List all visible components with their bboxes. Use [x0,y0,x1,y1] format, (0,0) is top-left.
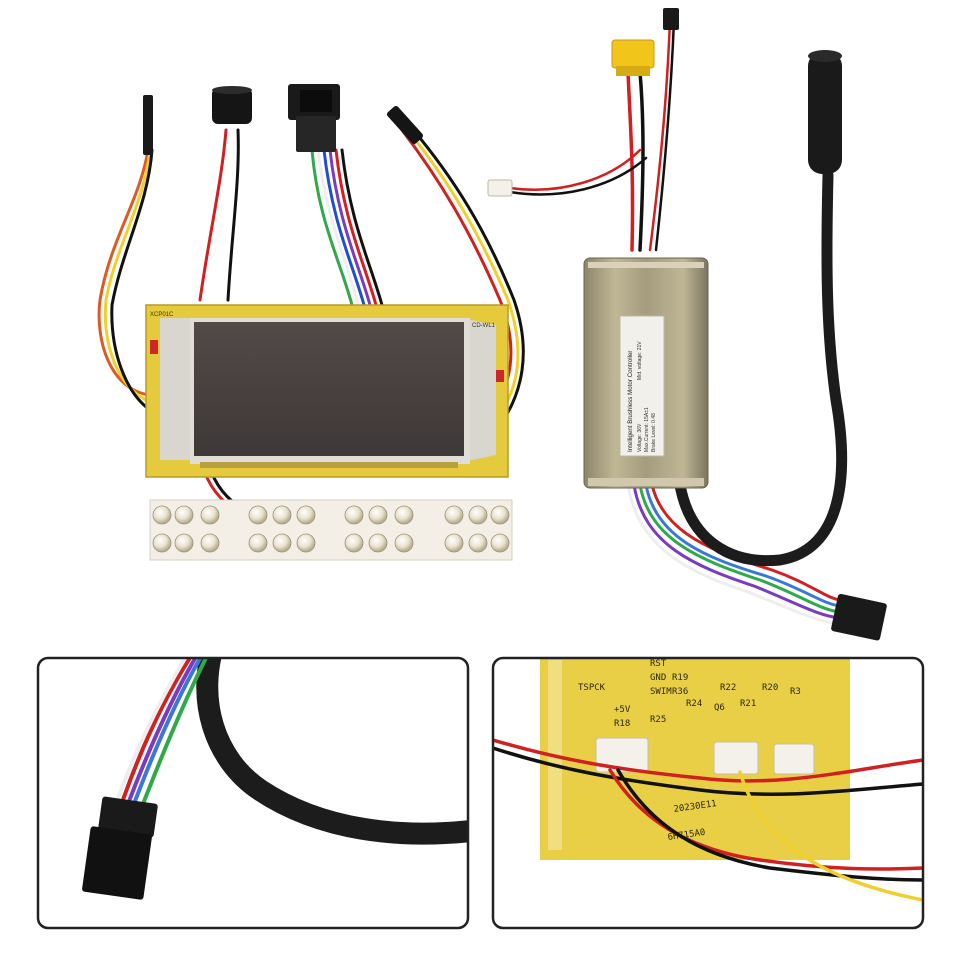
controller-label: Intelligent Brushless Motor Controller V… [619,315,665,457]
display-wires [97,124,525,510]
pcb-silk-label: R36 [672,687,688,697]
controller-label-title: Intelligent Brushless Motor Controller [627,351,634,452]
pcb-silk-label: R24 [686,699,702,709]
led [490,505,510,525]
pcb-silk-label: Q6 [714,703,725,713]
controller-connectors [487,8,887,641]
led [200,533,220,553]
pcb-silk-label: R19 [672,673,688,683]
board-label-right: CD-WL1 [472,323,496,329]
led [444,533,464,553]
pcb-silk-label: R25 [650,715,666,725]
inset-frame-right [491,656,925,930]
led [272,505,292,525]
led [152,533,172,553]
pcb-silk-label: R18 [614,719,630,729]
led [296,505,316,525]
led [174,505,194,525]
controller-label-line-4: Mid. voltage: 21V [637,341,643,380]
led [248,505,268,525]
led [296,533,316,553]
led [152,505,172,525]
led [444,505,464,525]
pcb-silk-label: RST [650,659,667,669]
led [174,533,194,553]
led [468,505,488,525]
pcb-silk-label: +5V [614,705,631,715]
led [344,505,364,525]
pcb-silk-label: GND [650,673,666,683]
pcb-silk-label: TSPCK [578,683,606,693]
inset-frame-left [36,656,470,930]
controller-label-line-1: Voltage: 36V [637,423,643,452]
motor-controller: Intelligent Brushless Motor Controller V… [583,257,709,489]
display-connectors [143,84,424,155]
led [248,533,268,553]
pcb-silk-label: SWIM [650,687,672,697]
pcb-silk-label: R3 [790,687,801,697]
inset-cable-detail [36,656,470,930]
board-label-left: XCP01C [150,312,174,318]
led [368,505,388,525]
controller-label-line-2: Max.Current: 15A±1 [644,407,650,452]
pcb-silk-label: R20 [762,683,778,693]
led-strip [149,499,513,561]
pcb-silk-label: R21 [740,699,756,709]
led [468,533,488,553]
led [344,533,364,553]
led [272,533,292,553]
lcd-screen [194,322,464,456]
led [490,533,510,553]
pcb-silk-label: R22 [720,683,736,693]
led [394,505,414,525]
led [368,533,388,553]
led [394,533,414,553]
controller-label-line-3: Brake Level: 0.48 [651,413,657,452]
controller-wires [508,18,848,626]
led [200,505,220,525]
display-board: XCP01C CD-WL1 [145,304,509,478]
